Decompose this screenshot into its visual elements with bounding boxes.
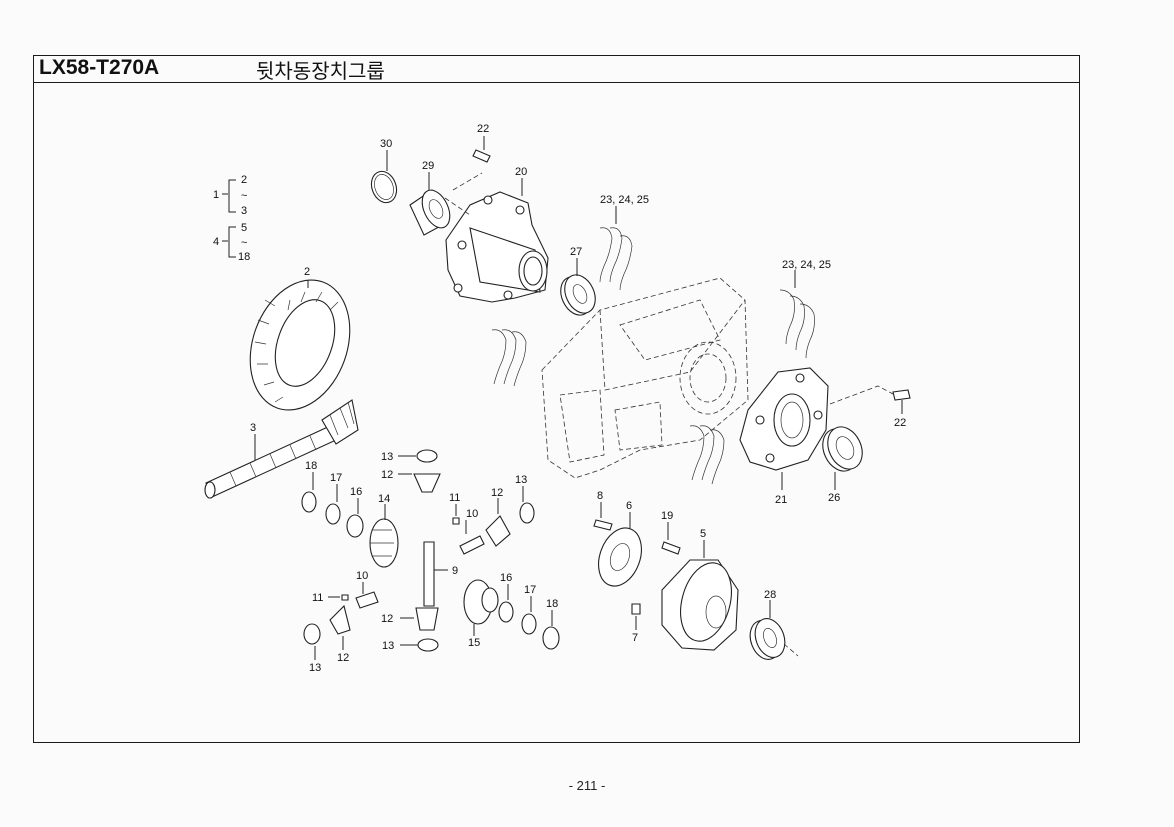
callout: 26 xyxy=(828,492,840,504)
callout: 19 xyxy=(661,510,673,522)
callout: 8 xyxy=(597,490,603,502)
callout: 9 xyxy=(452,565,458,577)
callout: 17 xyxy=(330,472,342,484)
callout: 13 xyxy=(382,640,394,652)
callout: 28 xyxy=(764,589,776,601)
washer-set xyxy=(301,472,364,538)
callout: 22 xyxy=(894,417,906,429)
shim-set xyxy=(491,329,527,387)
assembly-number: 4 xyxy=(213,236,219,248)
callout: 18 xyxy=(546,598,558,610)
callout: 12 xyxy=(381,613,393,625)
callout: 17 xyxy=(524,584,536,596)
snap-ring xyxy=(370,150,398,204)
assembly-to: 18 xyxy=(238,251,250,263)
assembly-bracket-4: 4 5 ~ 18 xyxy=(213,222,250,263)
callout: 16 xyxy=(500,572,512,584)
callout: 18 xyxy=(305,460,317,472)
bearing xyxy=(822,426,863,490)
callout: 20 xyxy=(515,166,527,178)
shim-set xyxy=(779,270,815,359)
bolt xyxy=(472,136,491,163)
ring-gear xyxy=(249,279,351,411)
callout: 5 xyxy=(700,528,706,540)
pinion-shaft-cross xyxy=(423,541,448,607)
assembly-bracket-1: 1 2 ~ 3 xyxy=(213,174,247,217)
bearing xyxy=(749,600,799,660)
callout: 27 xyxy=(570,246,582,258)
callout: 6 xyxy=(626,500,632,512)
spacer xyxy=(355,582,379,609)
dowel-pin xyxy=(631,603,641,630)
bearing-housing xyxy=(445,178,549,303)
pinion-gear xyxy=(398,473,441,493)
page-number: - 211 - xyxy=(568,778,606,793)
callout: 13 xyxy=(381,451,393,463)
differential-cover xyxy=(598,512,642,587)
thrust-washer xyxy=(303,623,321,660)
callout: 12 xyxy=(337,652,349,664)
differential-case xyxy=(661,540,739,651)
title-block: LX58-T270A 뒷차동장치그룹 xyxy=(33,55,1080,83)
group-title: 뒷차동장치그룹 xyxy=(256,59,385,83)
callout: 2 xyxy=(304,266,310,278)
transmission-case xyxy=(541,277,749,479)
assembly-from: 2 xyxy=(241,174,247,186)
pinion-gear xyxy=(400,607,439,631)
bearing xyxy=(560,258,596,316)
callout: 10 xyxy=(466,508,478,520)
callout: 15 xyxy=(468,637,480,649)
range-mark: ~ xyxy=(241,190,247,202)
bearing-retainer xyxy=(739,367,829,490)
callout: 11 xyxy=(312,592,323,604)
assembly-from: 5 xyxy=(241,222,247,234)
callout: 16 xyxy=(350,486,362,498)
callout: 29 xyxy=(422,160,434,172)
callout: 13 xyxy=(309,662,321,674)
pin xyxy=(452,504,460,525)
shim-set xyxy=(689,425,725,485)
callout: 13 xyxy=(515,474,527,486)
thrust-washer xyxy=(519,486,535,524)
callout: 23, 24, 25 xyxy=(782,259,831,271)
range-mark: ~ xyxy=(241,237,247,249)
bolt xyxy=(661,522,681,555)
side-gear xyxy=(463,579,499,636)
callout: 21 xyxy=(775,494,787,506)
callout: 3 xyxy=(250,422,256,434)
pin xyxy=(328,594,349,601)
bearing xyxy=(409,172,451,236)
assembly-number: 1 xyxy=(213,189,219,201)
pinion-shaft xyxy=(204,399,359,499)
pinion-gear xyxy=(485,498,511,547)
model-code: LX58-T270A xyxy=(39,56,160,79)
callout: 12 xyxy=(381,469,393,481)
callout: 23, 24, 25 xyxy=(600,194,649,206)
callout: 12 xyxy=(491,487,503,499)
bolt xyxy=(829,385,911,414)
washer-set xyxy=(498,584,560,650)
spacer xyxy=(459,520,485,555)
callout: 14 xyxy=(378,493,390,505)
callout: 10 xyxy=(356,570,368,582)
thrust-washer xyxy=(400,638,439,652)
side-gear xyxy=(369,504,399,568)
callout: 11 xyxy=(449,492,460,504)
callout-labels: 2 3 5 6 7 8 9 10 10 11 11 12 12 12 12 13… xyxy=(250,123,906,674)
drawing-frame xyxy=(33,55,1080,743)
bolt xyxy=(593,502,613,531)
assembly-to: 3 xyxy=(241,205,247,217)
shim-set xyxy=(599,206,633,291)
callout: 30 xyxy=(380,138,392,150)
callout: 22 xyxy=(477,123,489,135)
pinion-gear xyxy=(329,604,351,650)
callout: 7 xyxy=(632,632,638,644)
thrust-washer xyxy=(398,449,438,463)
